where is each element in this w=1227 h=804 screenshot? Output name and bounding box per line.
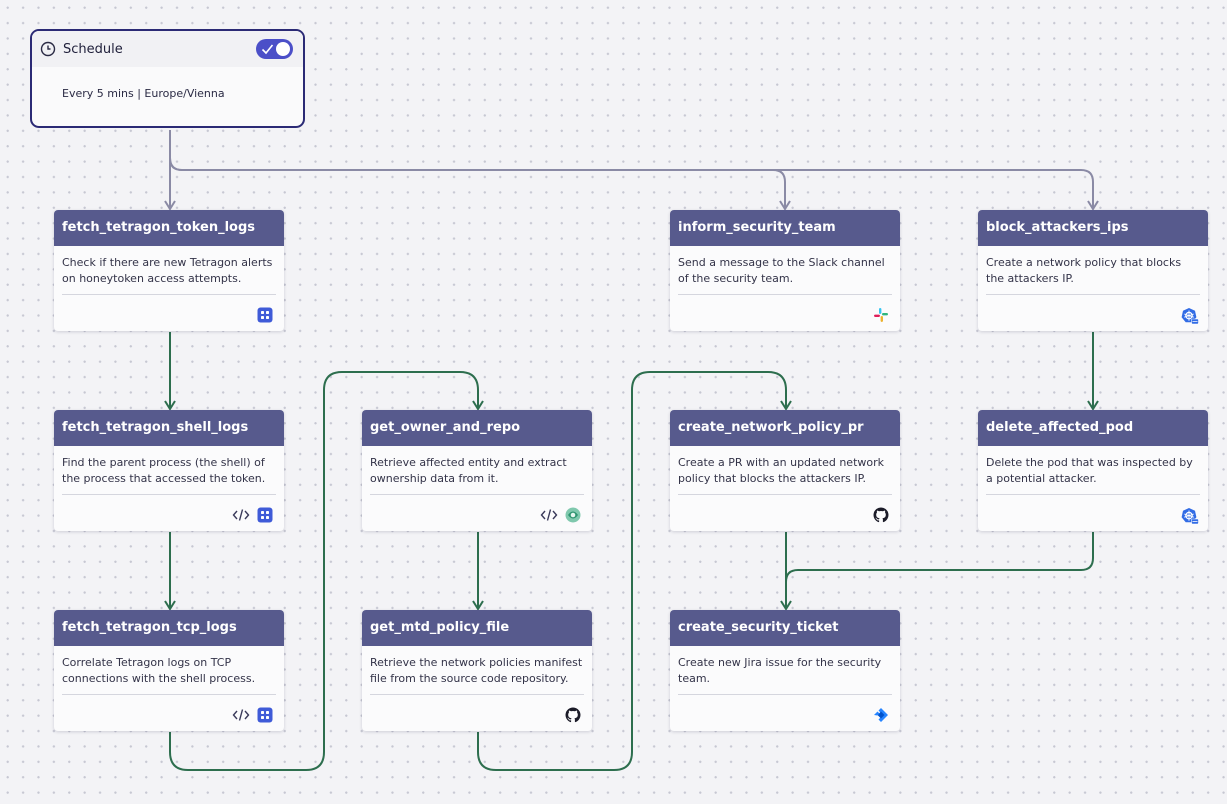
- task-title: fetch_tetragon_token_logs: [54, 210, 284, 246]
- task-description: Retrieve the network policies manifest f…: [370, 656, 583, 685]
- app-grid-icon: [257, 507, 273, 523]
- task-action-icons: [873, 507, 889, 523]
- task-action-icons: [1181, 507, 1199, 525]
- edge-mtd-to-pr: [477, 371, 787, 771]
- task-action-icons: [1181, 307, 1199, 325]
- task-title: create_security_ticket: [670, 610, 900, 646]
- task-description: Create new Jira issue for the security t…: [678, 656, 882, 685]
- slack-icon: [873, 307, 889, 323]
- divider: [986, 294, 1200, 295]
- divider: [370, 494, 584, 495]
- divider: [62, 294, 276, 295]
- code-icon: [232, 507, 250, 523]
- task-title: get_owner_and_repo: [362, 410, 592, 446]
- edge-schedule-to-block: [169, 130, 1094, 208]
- task-action-icons: [565, 707, 581, 723]
- task-description: Delete the pod that was inspected by a p…: [986, 456, 1193, 485]
- app-grid-icon: [257, 707, 273, 723]
- success-arrowheads: [164, 400, 1099, 611]
- task-title: block_attackers_ips: [978, 210, 1208, 246]
- trigger-title: Schedule: [63, 41, 123, 57]
- ownership-icon: [565, 507, 581, 523]
- success-edges: [169, 332, 1094, 771]
- task-description: Correlate Tetragon logs on TCP connectio…: [62, 656, 256, 685]
- task-title: get_mtd_policy_file: [362, 610, 592, 646]
- task-action-icons: [873, 707, 889, 723]
- schedule-trigger-node[interactable]: Schedule Every 5 mins | Europe/Vienna: [30, 29, 305, 128]
- toggle-knob: [276, 42, 290, 56]
- clock-icon: [40, 41, 56, 57]
- trigger-enabled-toggle[interactable]: [256, 39, 293, 59]
- task-action-icons: [232, 507, 273, 523]
- divider: [678, 494, 892, 495]
- github-icon: [565, 707, 581, 723]
- task-action-icons: [257, 307, 273, 323]
- divider: [678, 294, 892, 295]
- task-description: Send a message to the Slack channel of t…: [678, 256, 885, 285]
- trigger-arrowheads: [164, 200, 1099, 211]
- divider: [370, 694, 584, 695]
- trigger-header: Schedule: [32, 31, 303, 67]
- task-title: fetch_tetragon_shell_logs: [54, 410, 284, 446]
- task-title: create_network_policy_pr: [670, 410, 900, 446]
- check-icon: [261, 44, 274, 55]
- edge-delete-to-ticket: [785, 532, 1094, 608]
- kubernetes-icon: [1181, 307, 1199, 325]
- trigger-edges: [169, 130, 1094, 208]
- task-description: Retrieve affected entity and extract own…: [370, 456, 567, 485]
- divider: [62, 494, 276, 495]
- github-icon: [873, 507, 889, 523]
- task-description: Check if there are new Tetragon alerts o…: [62, 256, 273, 285]
- divider: [986, 494, 1200, 495]
- task-title: delete_affected_pod: [978, 410, 1208, 446]
- task-title: inform_security_team: [670, 210, 900, 246]
- edge-tcp-to-owner: [169, 371, 479, 771]
- jira-icon: [873, 707, 889, 723]
- task-description: Find the parent process (the shell) of t…: [62, 456, 266, 485]
- app-grid-icon: [257, 307, 273, 323]
- divider: [678, 694, 892, 695]
- code-icon: [232, 707, 250, 723]
- kubernetes-icon: [1181, 507, 1199, 525]
- task-action-icons: [873, 307, 889, 323]
- task-title: fetch_tetragon_tcp_logs: [54, 610, 284, 646]
- task-description: Create a PR with an updated network poli…: [678, 456, 885, 485]
- task-description: Create a network policy that blocks the …: [986, 256, 1182, 285]
- divider: [62, 694, 276, 695]
- trigger-description: Every 5 mins | Europe/Vienna: [62, 87, 225, 100]
- task-action-icons: [540, 507, 581, 523]
- code-icon: [540, 507, 558, 523]
- task-action-icons: [232, 707, 273, 723]
